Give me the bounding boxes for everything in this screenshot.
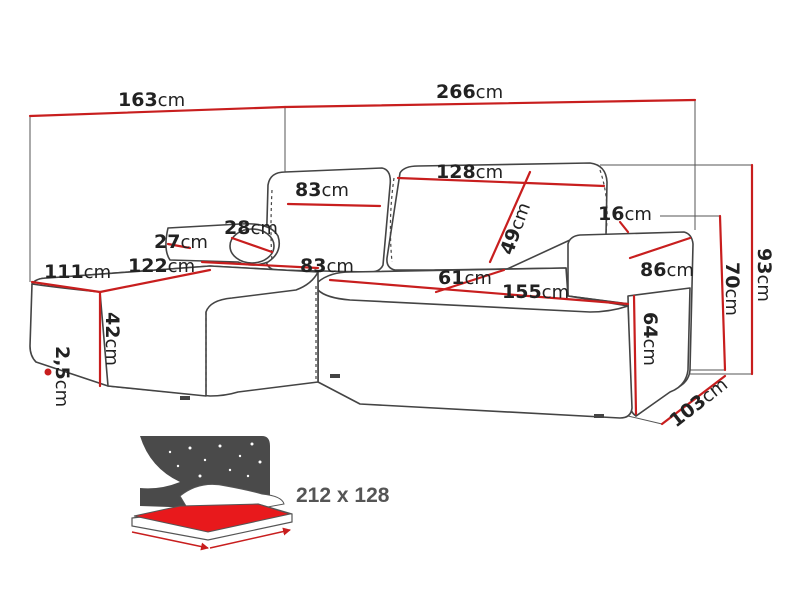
bed-width-arrow	[209, 527, 291, 549]
label-bolster-length: 28cm	[224, 217, 278, 239]
label-chaise-height: 42cm	[101, 312, 123, 366]
label-arm-height: 70cm	[721, 262, 743, 316]
label-chaise-total-width: 163cm	[118, 89, 185, 111]
label-overall-length: 266cm	[436, 81, 503, 103]
label-armrest-depth: 86cm	[640, 259, 694, 281]
label-armrest-width: 16cm	[598, 203, 652, 225]
dimension-lines	[28, 98, 754, 426]
sofa-outline	[29, 162, 694, 419]
label-back-cushion-width: 128cm	[436, 161, 503, 183]
sofa-foot	[594, 414, 604, 418]
chaise-back-cushion	[265, 167, 392, 273]
label-chaise-back-cushion-width: 83cm	[295, 179, 349, 201]
sofa-foot	[180, 396, 190, 400]
bed-length-arrow	[131, 531, 209, 551]
label-seat-width: 155cm	[502, 281, 569, 303]
extension-lines	[29, 100, 752, 425]
label-chaise-width: 111cm	[44, 261, 111, 283]
label-chaise-seat-width: 83cm	[300, 255, 354, 277]
main-back-cushion	[386, 162, 608, 271]
label-seat-height: 64cm	[639, 312, 661, 366]
label-sofa-height: 93cm	[753, 248, 775, 302]
moon-icon	[140, 436, 180, 489]
label-chaise-length: 122cm	[128, 255, 195, 277]
label-bolster-diameter: 27cm	[154, 231, 208, 253]
bed-size-label: 212 x 128	[296, 484, 390, 507]
label-leg-height: 2,5cm	[51, 346, 73, 407]
bed-mattress	[133, 503, 292, 533]
sofa-foot	[330, 374, 340, 378]
sleeping-function-icon: 212 x 128	[131, 436, 390, 551]
label-seat-depth: 61cm	[438, 267, 492, 289]
main-seat-top	[317, 267, 629, 313]
